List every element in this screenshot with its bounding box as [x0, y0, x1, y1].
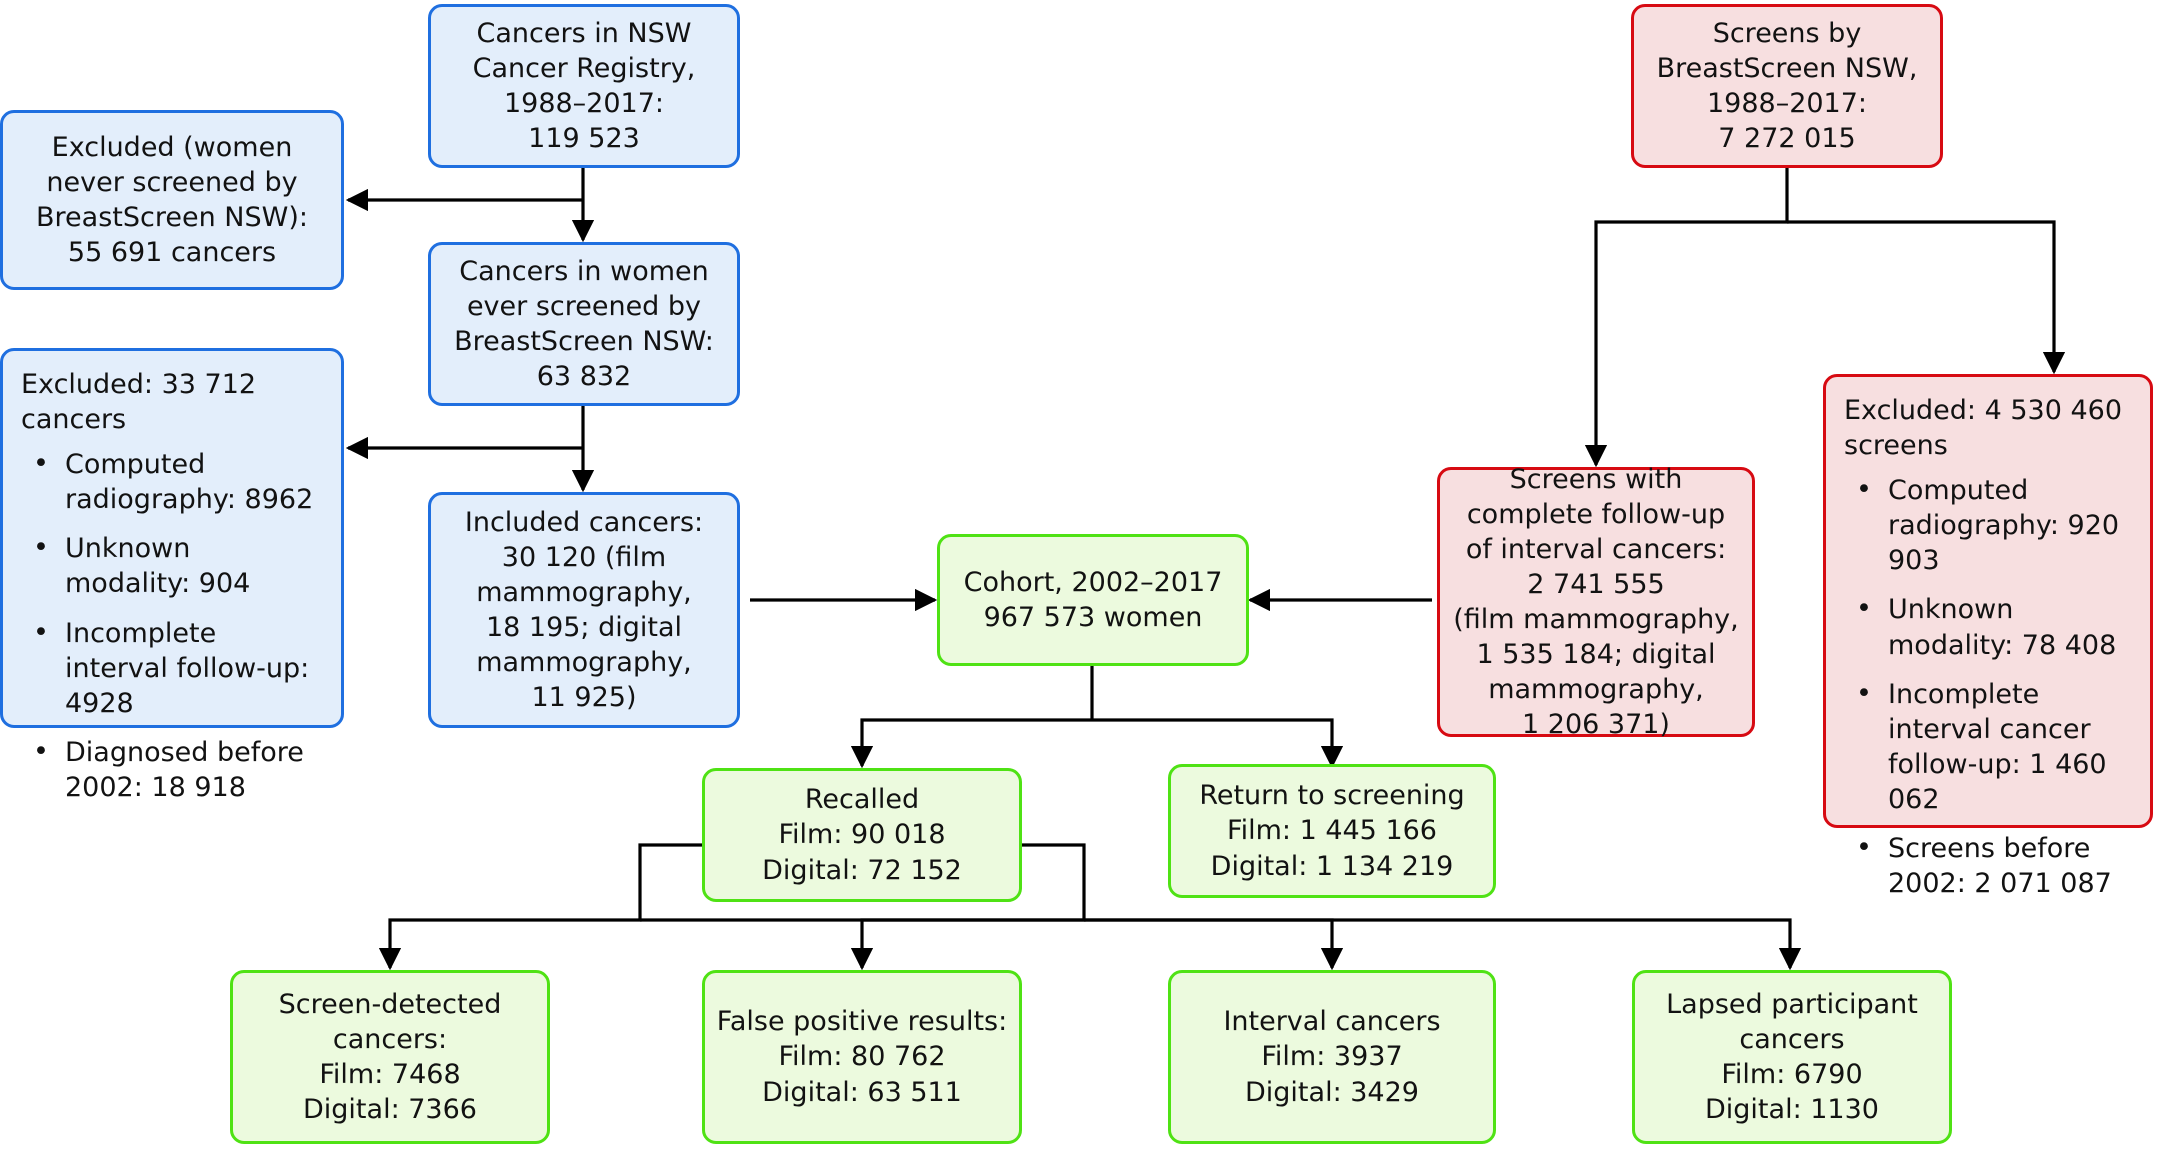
node-recalled-label: Recalled Film: 90 018 Digital: 72 152 [762, 784, 962, 886]
node-return-to-screening-label: Return to screening Film: 1 445 166 Digi… [1199, 780, 1465, 882]
node-screen-detected-cancers-label: Screen-detected cancers: Film: 7468 Digi… [278, 988, 502, 1126]
node-excluded-cancers-list: Computed radiography: 8962 Unknown modal… [21, 446, 323, 805]
edge-cohort-to-return [1092, 718, 1344, 769]
node-false-positive-results-label: False positive results: Film: 80 762 Dig… [716, 1006, 1008, 1108]
edge-screens-split [1584, 168, 1789, 468]
node-excluded-never-screened-label: Excluded (women never screened by Breast… [36, 131, 308, 269]
list-item: Incomplete interval follow-up: 4928 [21, 615, 323, 721]
node-included-cancers-label: Included cancers: 30 120 (film mammograp… [464, 506, 704, 714]
edge-cohort-to-recalled [850, 718, 1092, 769]
list-item: Diagnosed before 2002: 18 918 [21, 734, 323, 805]
list-item: Computed radiography: 920 903 [1844, 472, 2132, 578]
node-lapsed-participant-cancers[interactable]: Lapsed participant cancers Film: 6790 Di… [1632, 970, 1952, 1144]
node-screens-complete-followup-label: Screens with complete follow-up of inter… [1453, 463, 1739, 741]
node-screens-total[interactable]: Screens by BreastScreen NSW, 1988–2017: … [1631, 4, 1943, 168]
list-item: Unknown modality: 904 [21, 530, 323, 601]
list-item: Unknown modality: 78 408 [1844, 591, 2132, 662]
list-item: Computed radiography: 8962 [21, 446, 323, 517]
edge-return-to-interval [640, 918, 1344, 971]
node-screen-detected-cancers[interactable]: Screen-detected cancers: Film: 7468 Digi… [230, 970, 550, 1144]
node-excluded-screens-heading: Excluded: 4 530 460 screens [1844, 395, 2123, 462]
node-excluded-cancers-heading: Excluded: 33 712 cancers [21, 369, 257, 436]
node-screens-total-label: Screens by BreastScreen NSW, 1988–2017: … [1656, 17, 1918, 155]
node-excluded-never-screened[interactable]: Excluded (women never screened by Breast… [0, 110, 344, 290]
edge-screens-to-excluded [1787, 220, 2066, 375]
node-excluded-screens-list: Computed radiography: 920 903 Unknown mo… [1844, 472, 2132, 901]
node-lapsed-participant-cancers-label: Lapsed participant cancers Film: 6790 Di… [1666, 988, 1918, 1126]
node-false-positive-results[interactable]: False positive results: Film: 80 762 Dig… [702, 970, 1022, 1144]
node-cancer-registry-label: Cancers in NSW Cancer Registry, 1988–201… [472, 17, 696, 155]
node-cancers-ever-screened[interactable]: Cancers in women ever screened by Breast… [428, 242, 740, 406]
edge-recalled-left [378, 843, 706, 971]
list-item: Incomplete interval cancer follow-up: 1 … [1844, 676, 2132, 817]
node-screens-complete-followup[interactable]: Screens with complete follow-up of inter… [1437, 464, 1755, 740]
node-cohort[interactable]: Cohort, 2002–2017 967 573 women [937, 534, 1249, 666]
list-item: Screens before 2002: 2 071 087 [1844, 830, 2132, 901]
node-cohort-label: Cohort, 2002–2017 967 573 women [963, 566, 1223, 633]
node-recalled[interactable]: Recalled Film: 90 018 Digital: 72 152 [702, 768, 1022, 902]
node-excluded-screens[interactable]: Excluded: 4 530 460 screens Computed rad… [1823, 374, 2153, 899]
edge-return-to-lapsed [1084, 918, 1802, 971]
node-excluded-cancers[interactable]: Excluded: 33 712 cancers Computed radiog… [0, 348, 344, 803]
node-included-cancers[interactable]: Included cancers: 30 120 (film mammograp… [428, 492, 740, 728]
node-return-to-screening[interactable]: Return to screening Film: 1 445 166 Digi… [1168, 764, 1496, 898]
node-interval-cancers-label: Interval cancers Film: 3937 Digital: 342… [1223, 1006, 1441, 1108]
node-cancer-registry[interactable]: Cancers in NSW Cancer Registry, 1988–201… [428, 4, 740, 168]
node-cancers-ever-screened-label: Cancers in women ever screened by Breast… [454, 255, 714, 393]
node-interval-cancers[interactable]: Interval cancers Film: 3937 Digital: 342… [1168, 970, 1496, 1144]
